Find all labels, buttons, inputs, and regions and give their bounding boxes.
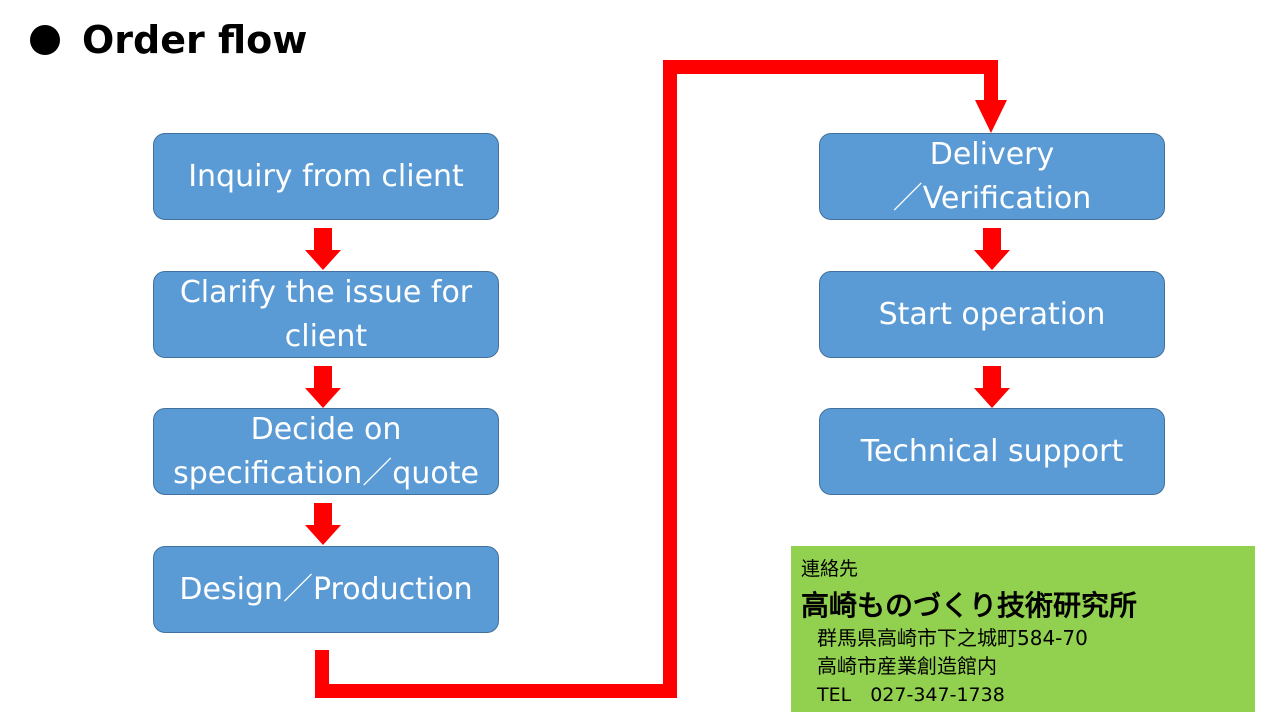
down-arrow-icon <box>305 503 341 545</box>
page-title: Order flow <box>30 14 307 66</box>
step-design-production: Design／Production <box>153 546 499 633</box>
down-arrow-icon <box>305 228 341 270</box>
down-arrow-icon <box>974 366 1010 408</box>
contact-address-line1: 群馬県高崎市下之城町584-70 <box>817 626 1088 650</box>
step-technical-support: Technical support <box>819 408 1165 495</box>
step-start-operation: Start operation <box>819 271 1165 358</box>
contact-box: 連絡先 高崎ものづくり技術研究所 群馬県高崎市下之城町584-70 高崎市産業創… <box>791 546 1255 712</box>
page-title-text: Order flow <box>82 18 308 62</box>
contact-heading: 連絡先 <box>801 558 859 580</box>
step-clarify-issue: Clarify the issue for client <box>153 271 499 358</box>
step-delivery-verification: Delivery ／Verification <box>819 133 1165 220</box>
step-inquiry-from-client: Inquiry from client <box>153 133 499 220</box>
step-decide-specification: Decide on specification／quote <box>153 408 499 495</box>
bullet-icon <box>30 25 60 55</box>
down-arrow-icon <box>305 366 341 408</box>
down-arrow-icon <box>974 228 1010 270</box>
contact-organization: 高崎ものづくり技術研究所 <box>801 589 1138 622</box>
contact-tel: TEL 027-347-1738 <box>817 684 1005 706</box>
contact-address-line2: 高崎市産業創造館内 <box>817 654 997 678</box>
